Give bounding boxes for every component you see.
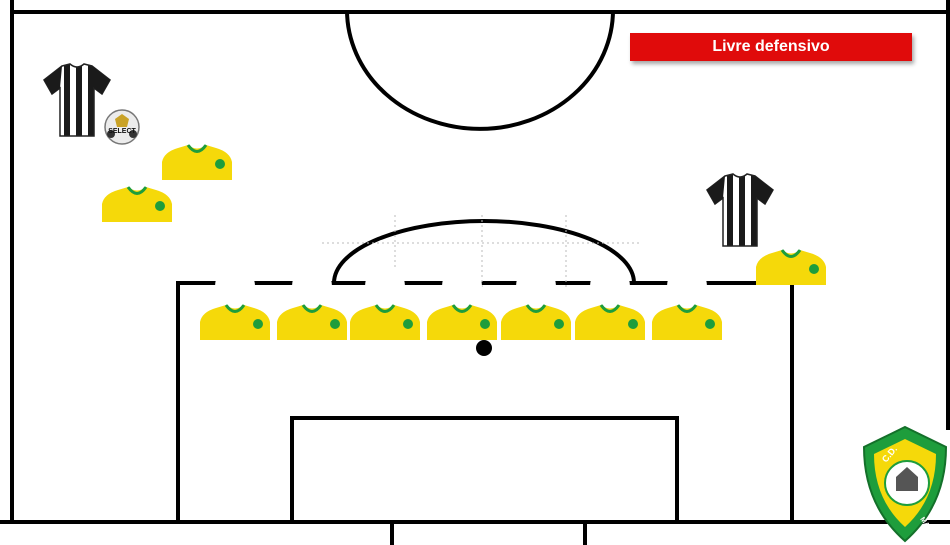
wall-player-icon[interactable] (571, 260, 649, 340)
wall-player-icon[interactable] (648, 260, 726, 340)
goal-area (292, 418, 677, 522)
club-crest-icon: C.D. MAFRA (862, 425, 948, 543)
wall-player-icon[interactable] (273, 260, 351, 340)
wall-player-icon[interactable] (346, 260, 424, 340)
penalty-spot (476, 340, 492, 356)
player-icon[interactable] (98, 142, 176, 222)
wall-player-icon[interactable] (497, 260, 575, 340)
wall-player-icon[interactable] (196, 260, 274, 340)
player-icon[interactable] (752, 205, 830, 285)
wall-player-icon[interactable] (423, 260, 501, 340)
goal-posts (392, 522, 585, 545)
soccer-ball-icon[interactable]: SELECT (103, 108, 141, 146)
centre-circle (347, 10, 613, 129)
crest-bottom-text: MAFRA (918, 516, 938, 541)
set-piece-banner: Livre defensivo (630, 33, 912, 61)
ball-brand: SELECT (108, 128, 136, 135)
